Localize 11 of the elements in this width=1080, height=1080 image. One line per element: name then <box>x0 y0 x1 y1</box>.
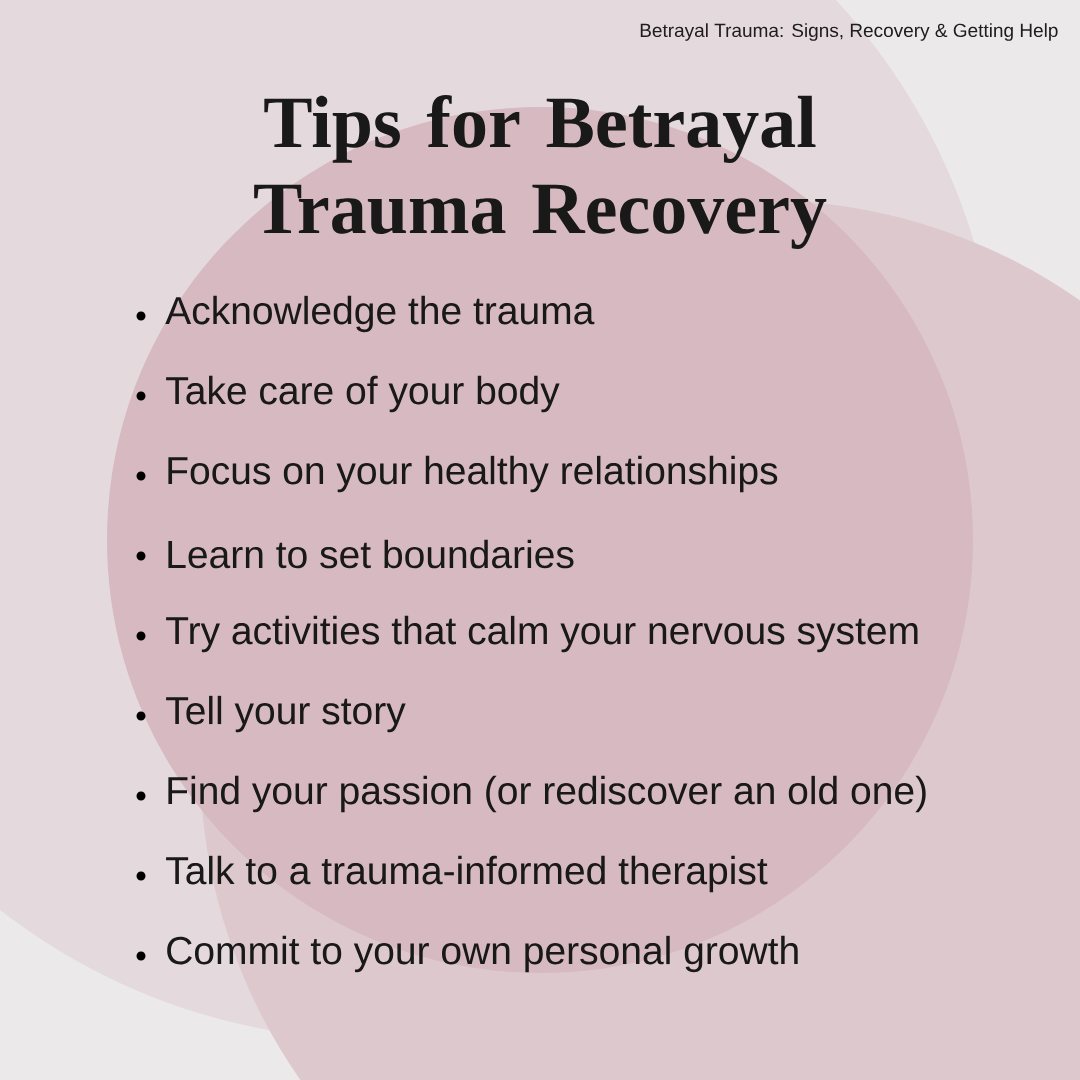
list-item: Talk to a trauma-informed therapist <box>136 855 768 893</box>
list-item: Tell your story <box>136 695 406 733</box>
list-item: Focus on your healthy relationships <box>136 455 778 493</box>
list-item: Acknowledge the trauma <box>136 295 595 333</box>
list-item: Take care of your body <box>136 375 560 413</box>
list-item: Learn to set boundaries <box>136 539 574 569</box>
list-item: Try activities that calm your nervous system <box>136 615 918 653</box>
list-item: Find your passion (or rediscover an old one) <box>136 775 926 813</box>
list-item: Commit to your own personal growth <box>136 935 798 973</box>
header-text: Betrayal Trauma: Signs, Recovery & Getting Help <box>640 23 1058 41</box>
title: Tips for Betrayal Trauma Recovery <box>254 94 827 250</box>
